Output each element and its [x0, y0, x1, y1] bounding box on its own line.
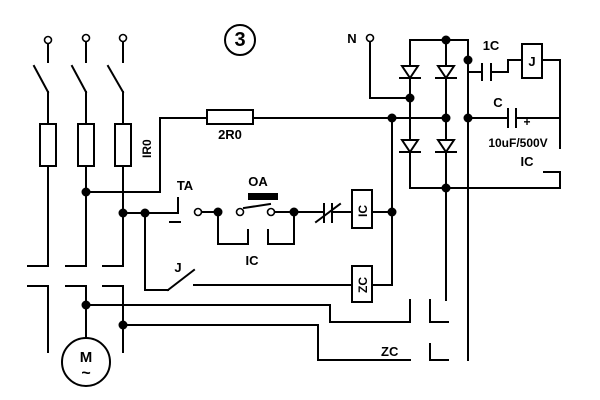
- supply-terminals: [43, 33, 128, 63]
- ic-contact-label: IC: [246, 253, 260, 268]
- oa-actuator: [248, 193, 278, 200]
- contact-1c-label: 1C: [483, 38, 500, 53]
- ic-top-right-label: IC: [521, 154, 535, 169]
- terminal-n: [365, 33, 375, 43]
- capacitor-plus-label: +: [523, 115, 530, 129]
- main-contactor-contacts: [27, 265, 124, 287]
- capacitor: C + 10uF/500V: [467, 95, 561, 150]
- resistor-2r0: [206, 109, 254, 125]
- motor: M ~: [61, 337, 111, 387]
- terminal-l3: [118, 33, 128, 43]
- isolator-switch: [32, 64, 125, 125]
- fuse-l3: [114, 123, 132, 167]
- line-fuses: IR0: [39, 123, 154, 167]
- j-contact-label: J: [174, 260, 181, 275]
- bridge-rectifier: [399, 35, 457, 193]
- ta-label: TA: [177, 178, 194, 193]
- j-coil-label: J: [528, 54, 535, 69]
- ic-coil: [351, 189, 373, 229]
- ic-coil-label: IC: [356, 205, 370, 217]
- neutral-label: N: [347, 31, 356, 46]
- terminal-l2: [81, 33, 91, 43]
- capacitor-label: C: [493, 95, 503, 110]
- motor-symbol: [61, 337, 111, 387]
- oa-label: OA: [248, 174, 268, 189]
- motor-m-label: M: [80, 349, 93, 366]
- diagram-number-badge: 3: [224, 24, 256, 56]
- terminal-l1: [43, 35, 53, 45]
- diagram-number: 3: [234, 29, 246, 51]
- motor-tilde-label: ~: [81, 365, 90, 382]
- fuse-l2: [77, 123, 95, 167]
- zc-bottom-label: ZC: [381, 344, 399, 359]
- fuse-l1: [39, 123, 57, 167]
- oa-button: OA: [242, 174, 278, 210]
- zc-coil-label: ZC: [356, 277, 370, 293]
- capacitor-rating-label: 10uF/500V: [488, 136, 547, 150]
- thermal-relay-label: IR0: [140, 139, 154, 158]
- resistor-label: 2R0: [218, 127, 242, 142]
- ta-button: TA: [169, 178, 203, 223]
